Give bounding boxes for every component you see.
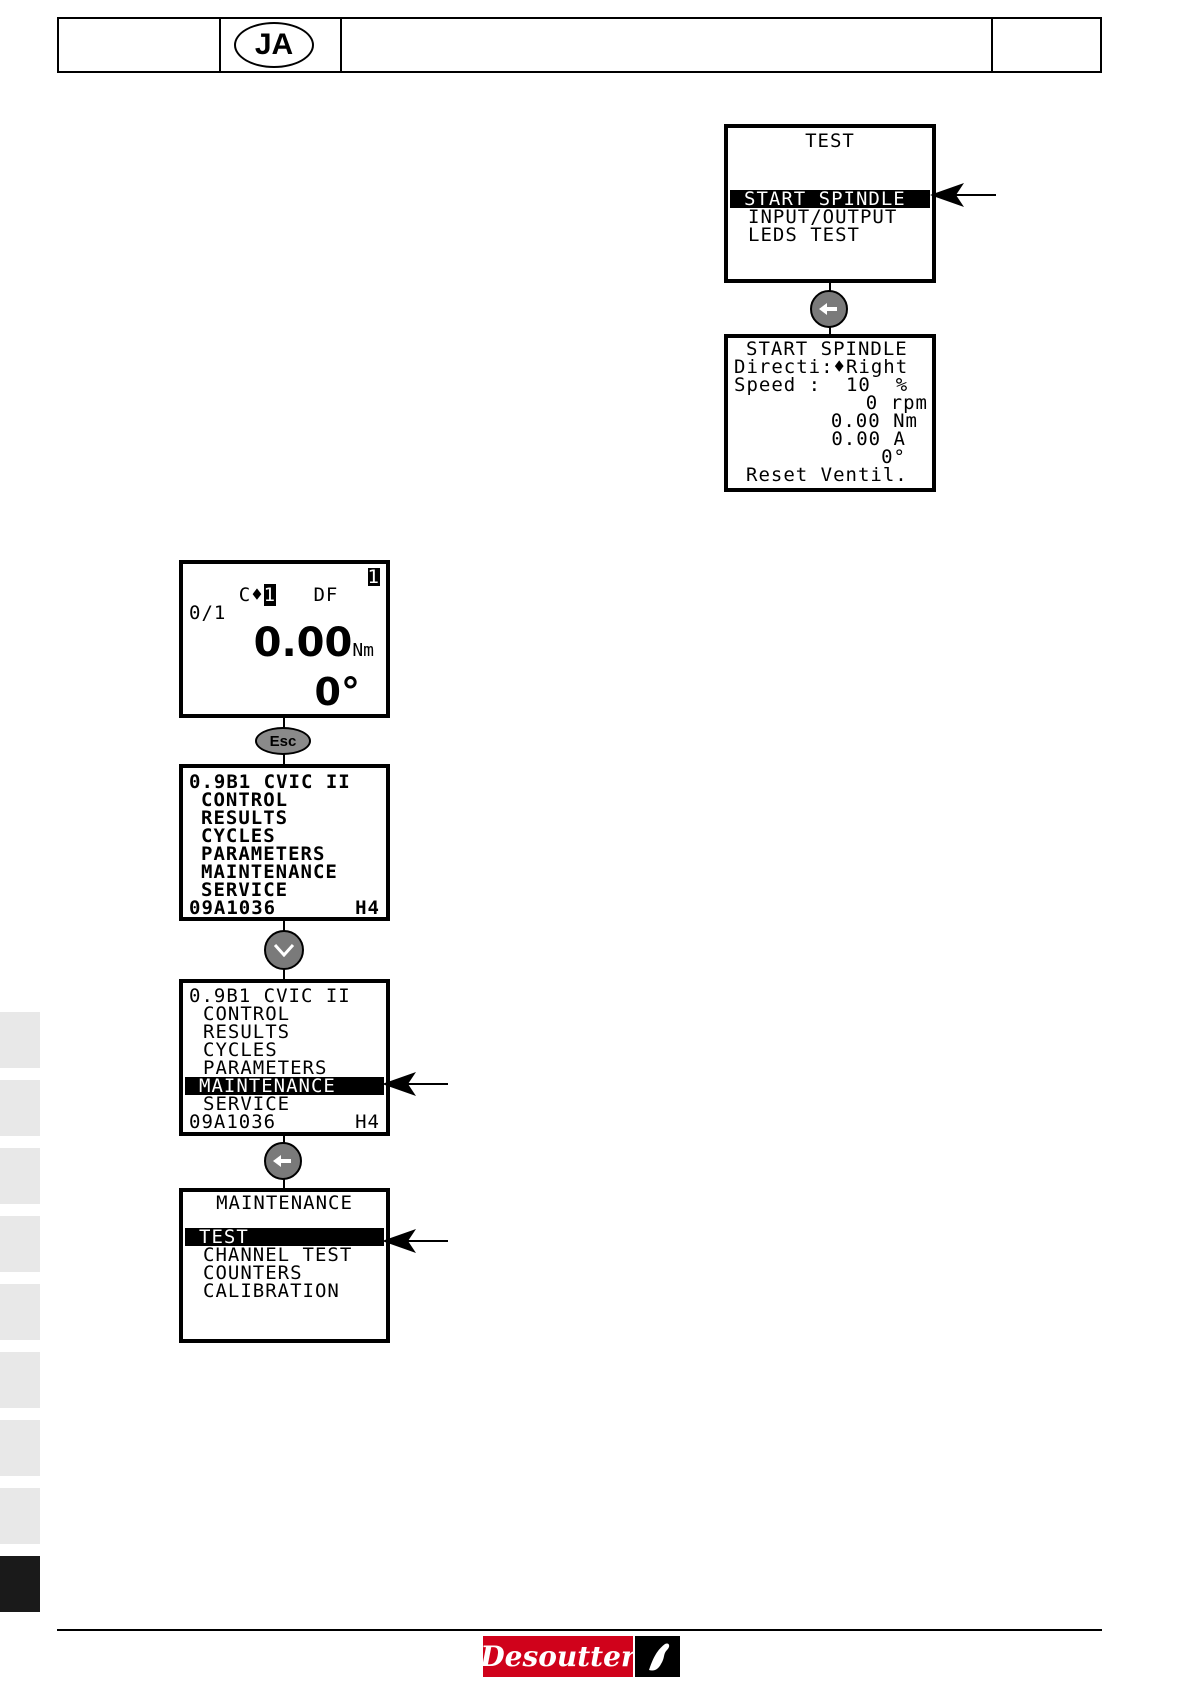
torque-big-value: 0.00: [253, 620, 353, 666]
lcd-title: 0.9B1 CVIC II: [189, 771, 351, 793]
menu-footer: 09A1036 H4: [189, 897, 382, 919]
version-code: H4: [355, 1111, 380, 1133]
menu-item-control[interactable]: CONTROL: [203, 1003, 291, 1025]
enter-icon: [273, 1155, 291, 1167]
section-tab: [0, 1284, 40, 1340]
lcd-maintenance: MAINTENANCE TEST CHANNEL TEST COUNTERS C…: [179, 1188, 390, 1343]
selection-arrow-icon: [930, 183, 996, 207]
enter-icon: [819, 303, 837, 315]
header-cell-1: [59, 19, 221, 71]
lcd-title: TEST: [805, 130, 855, 152]
angle-big-value: 0°: [314, 670, 360, 714]
menu-item-input-output[interactable]: INPUT/OUTPUT: [748, 206, 898, 228]
torque-unit: Nm: [352, 640, 374, 661]
page-header: [57, 17, 1102, 73]
menu-item-calibration[interactable]: CALIBRATION: [203, 1280, 340, 1302]
menu-item-service[interactable]: SERVICE: [203, 1093, 291, 1115]
menu-item-results[interactable]: RESULTS: [203, 1021, 291, 1043]
lcd-home: C♦1 DF 1 0/1 0.00Nm 0°: [179, 560, 390, 718]
lcd-title: MAINTENANCE: [216, 1192, 353, 1214]
serial-number: 09A1036: [189, 1111, 277, 1133]
count-label: 0/1: [189, 602, 227, 624]
reset-ventil[interactable]: Reset Ventil.: [746, 464, 908, 486]
torque-value: 0.00 Nm: [830, 410, 918, 432]
speed-label: Speed: [734, 374, 797, 396]
speed-value: : 10 %: [808, 374, 909, 396]
section-tab: [0, 1148, 40, 1204]
lcd-start-spindle: START SPINDLE Directi:♦Right Speed : 10 …: [724, 334, 936, 492]
selection-arrow-icon: [382, 1072, 448, 1096]
header-cell-2: [219, 19, 342, 71]
chevron-down-icon: [273, 943, 295, 957]
serial-number: 09A1036: [189, 897, 277, 919]
lcd-title: 0.9B1 CVIC II: [189, 985, 351, 1007]
current-value: 0.00 A: [831, 428, 906, 450]
menu-item-test[interactable]: TEST: [185, 1228, 384, 1247]
section-tab: [0, 1420, 40, 1476]
rpm-value: 0 rpm: [865, 392, 928, 414]
section-tab: [0, 1080, 40, 1136]
menu-item-cycles[interactable]: CYCLES: [203, 1039, 278, 1061]
footer-rule: [57, 1629, 1102, 1631]
menu-item-start-spindle[interactable]: START SPINDLE: [730, 190, 930, 209]
menu-item-parameters[interactable]: PARAMETERS: [203, 1057, 328, 1079]
angle-value: 0°: [881, 446, 906, 468]
version-code: H4: [355, 897, 380, 919]
menu-footer: 09A1036 H4: [189, 1111, 382, 1133]
torque-readout: 0.00Nm: [254, 620, 374, 666]
mode-label: DF: [313, 584, 339, 606]
enter-key-button[interactable]: [264, 1142, 302, 1180]
header-cell-3: [340, 19, 993, 71]
direction-value: :♦Right: [821, 356, 909, 378]
menu-item-control[interactable]: CONTROL: [201, 789, 289, 811]
direction-row: Directi:♦Right: [734, 356, 928, 378]
menu-item-service[interactable]: SERVICE: [201, 879, 289, 901]
menu-item-parameters[interactable]: PARAMETERS: [201, 843, 326, 865]
desoutter-logo: Desoutter: [480, 1636, 680, 1677]
section-tab: [0, 1352, 40, 1408]
direction-label: Directi: [734, 356, 822, 378]
down-key-button[interactable]: [264, 930, 304, 970]
menu-item-leds-test[interactable]: LEDS TEST: [748, 224, 860, 246]
menu-item-cycles[interactable]: CYCLES: [201, 825, 276, 847]
language-badge: JA: [234, 22, 314, 68]
home-status-row: C♦1 DF 1: [189, 566, 382, 606]
lcd-main-menu-selected: 0.9B1 CVIC II CONTROL RESULTS CYCLES PAR…: [179, 979, 390, 1136]
lcd-test-menu: TEST START SPINDLE INPUT/OUTPUT LEDS TES…: [724, 124, 936, 283]
brand-wordmark: Desoutter: [480, 1636, 636, 1677]
section-tab-active: [0, 1556, 40, 1612]
menu-item-channel-test[interactable]: CHANNEL TEST: [203, 1244, 353, 1266]
menu-item-counters[interactable]: COUNTERS: [203, 1262, 303, 1284]
section-tab: [0, 1012, 40, 1068]
lcd-main-menu: 0.9B1 CVIC II CONTROL RESULTS CYCLES PAR…: [179, 764, 390, 921]
menu-item-results[interactable]: RESULTS: [201, 807, 289, 829]
bird-logo-icon: [635, 1636, 680, 1677]
channel-number: 1: [367, 566, 380, 588]
section-tab: [0, 1488, 40, 1544]
cycle-number: 1: [263, 584, 277, 606]
selection-arrow-icon: [382, 1229, 448, 1253]
enter-key-button[interactable]: [810, 290, 848, 328]
section-tab: [0, 1216, 40, 1272]
menu-item-maintenance[interactable]: MAINTENANCE: [201, 861, 338, 883]
menu-item-maintenance[interactable]: MAINTENANCE: [185, 1077, 384, 1096]
lcd-title: START SPINDLE: [746, 338, 908, 360]
cycle-label: C♦: [238, 584, 264, 606]
esc-key-button[interactable]: Esc: [255, 727, 311, 755]
speed-row: Speed : 10 %: [734, 374, 928, 396]
